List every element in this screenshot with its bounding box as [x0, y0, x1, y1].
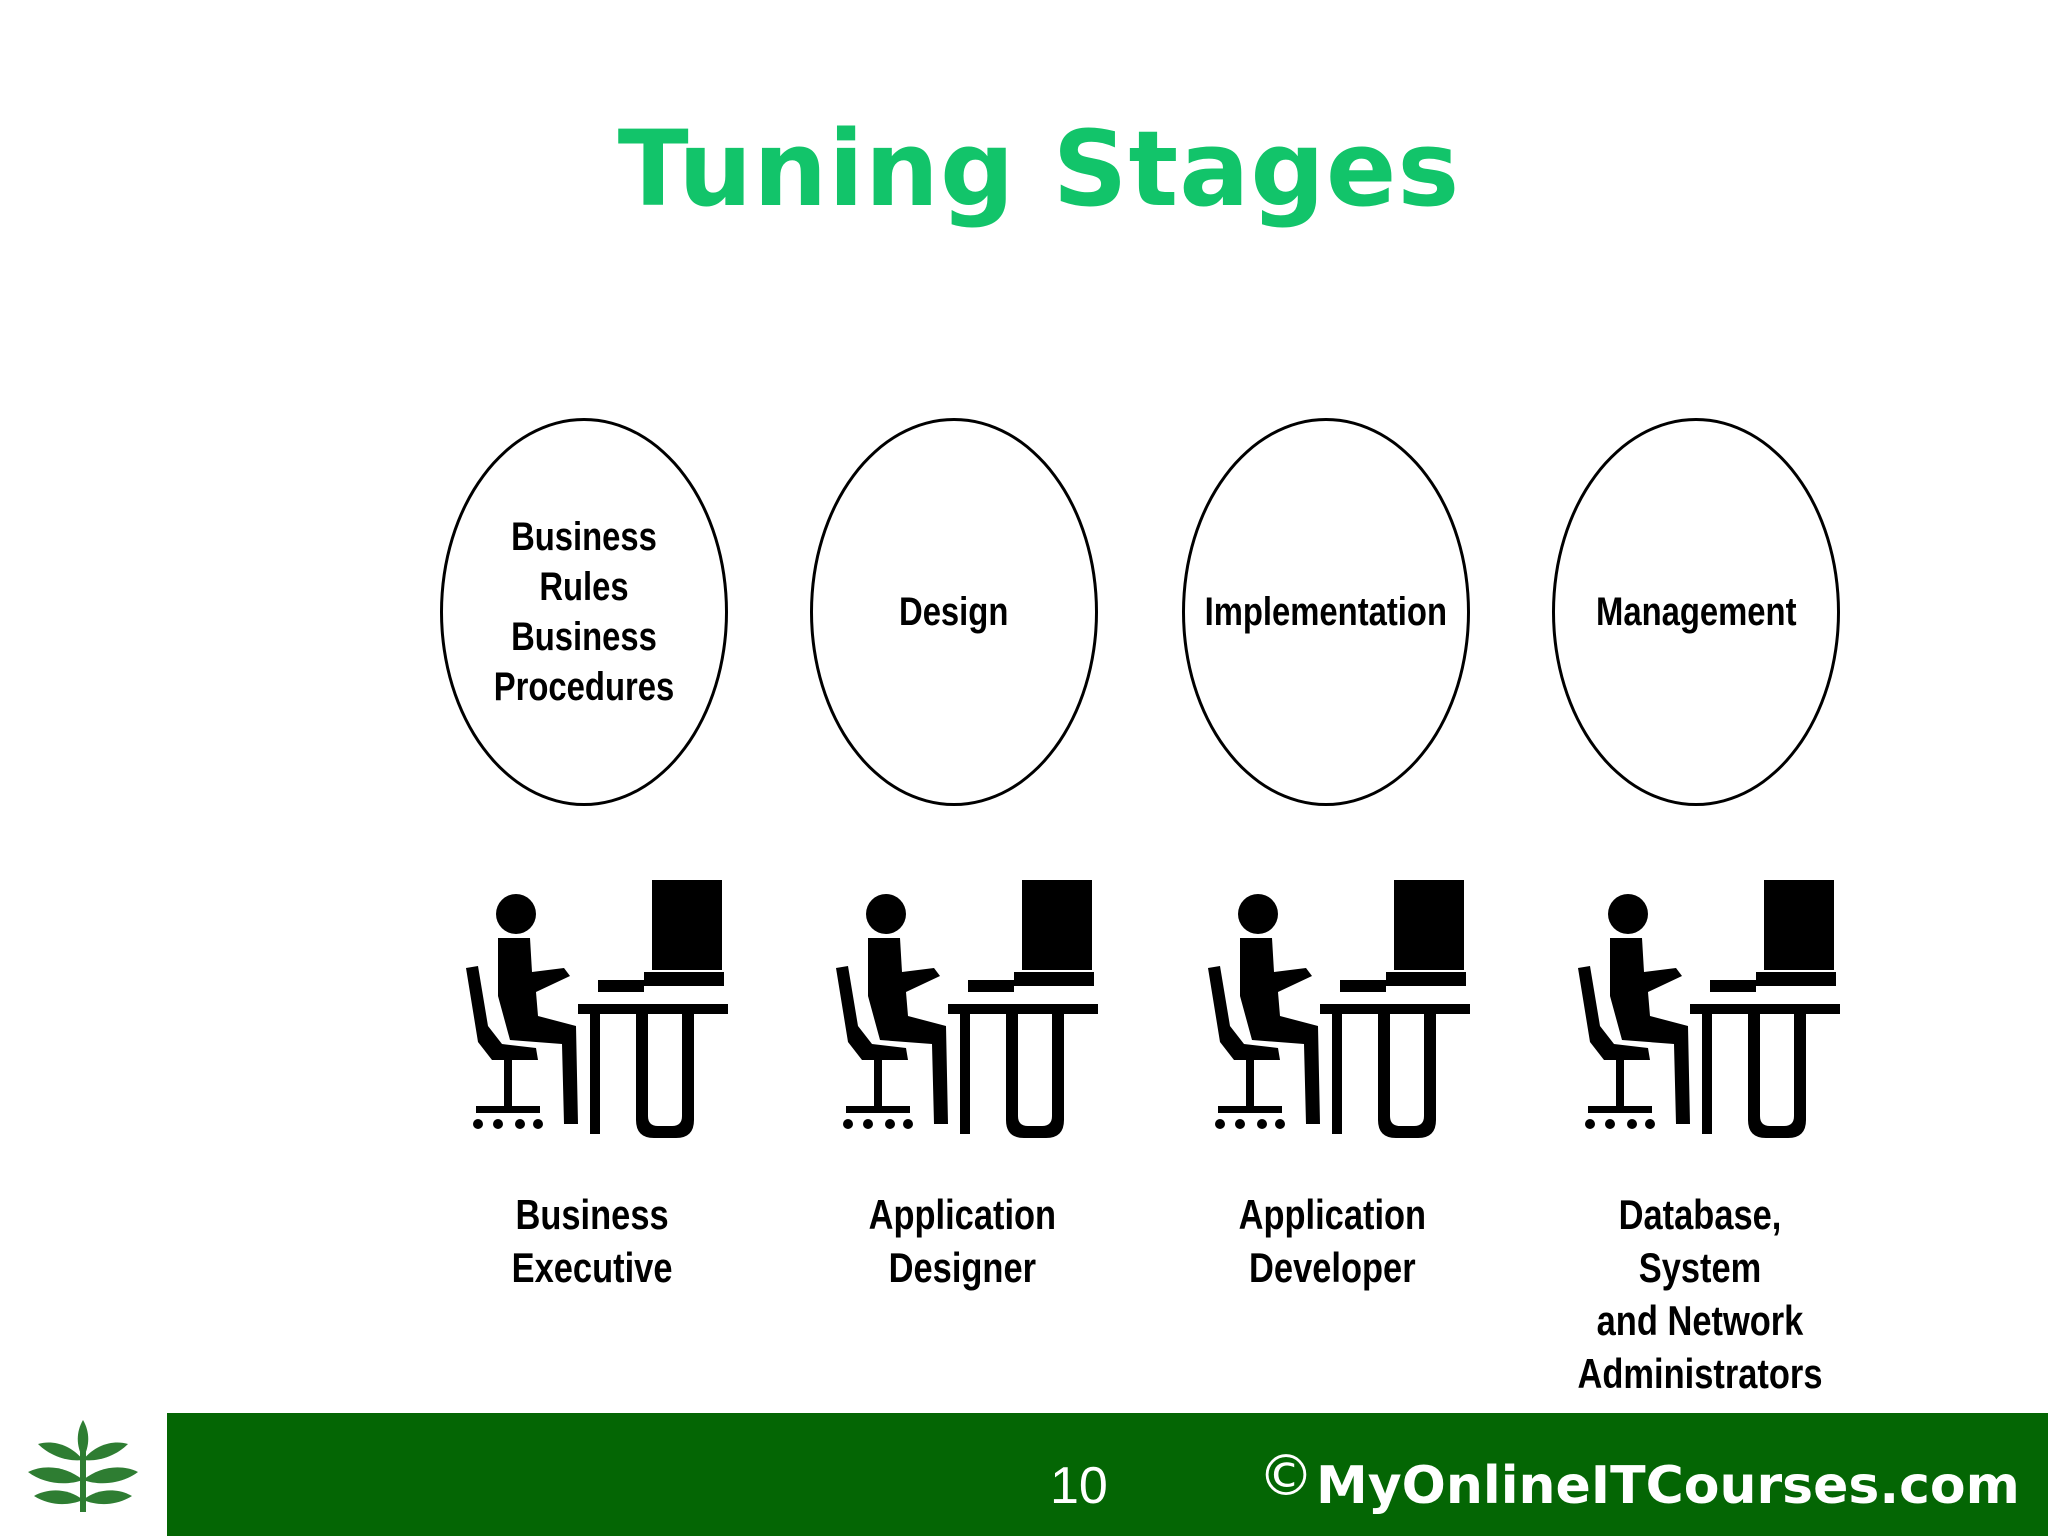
stage-oval-implementation: Implementation — [1182, 418, 1470, 806]
person-at-computer-icon — [1208, 880, 1470, 1138]
copyright-text: ©MyOnlineITCourses.com — [1258, 1444, 2020, 1522]
copyright-symbol: © — [1258, 1444, 1314, 1509]
stage-oval-business-rules: Business Rules Business Procedures — [440, 418, 728, 806]
stage-label: Design — [899, 590, 1009, 634]
footer-bar — [167, 1413, 2048, 1536]
person-at-computer-icon — [466, 880, 728, 1138]
person-at-computer-icon — [836, 880, 1098, 1138]
stage-label: Business Rules Business Procedures — [493, 515, 675, 709]
stage-label: Management — [1595, 590, 1797, 634]
role-label-application-designer: Application Designer — [868, 1191, 1056, 1291]
role-label-administrators: Database, System and Network Administrat… — [1577, 1191, 1823, 1397]
person-at-computer-icon — [1578, 880, 1840, 1138]
role-label-application-developer: Application Developer — [1238, 1191, 1426, 1291]
page-number: 10 — [1050, 1457, 1108, 1515]
stage-oval-management: Management — [1552, 418, 1840, 806]
role-label-business-executive: Business Executive — [511, 1191, 673, 1291]
copyright-site: MyOnlineITCourses.com — [1316, 1456, 2020, 1516]
stage-oval-design: Design — [810, 418, 1098, 806]
leaf-logo-icon — [28, 1420, 138, 1512]
stage-label: Implementation — [1204, 590, 1448, 634]
slide-title: Tuning Stages — [617, 108, 1461, 230]
